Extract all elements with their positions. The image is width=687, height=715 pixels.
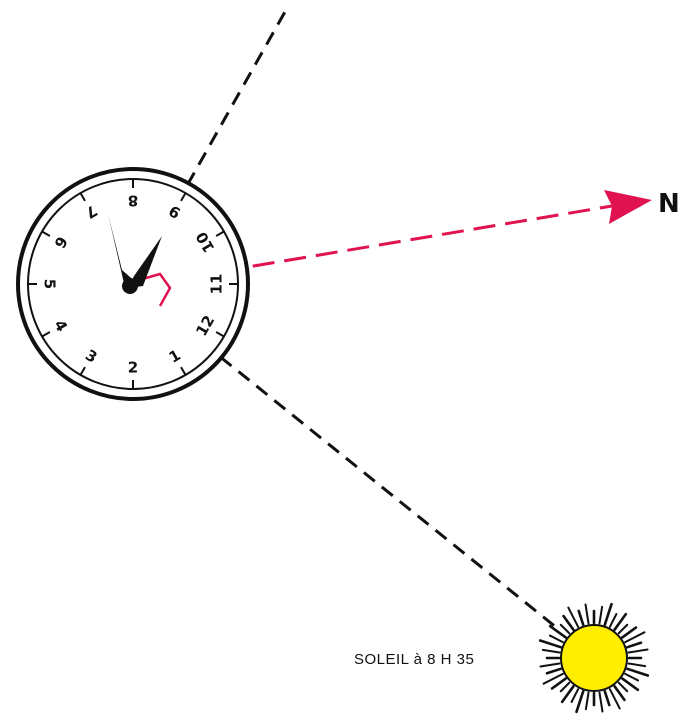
sun-ray bbox=[629, 650, 648, 653]
sun-ray bbox=[619, 683, 627, 691]
sun-ray bbox=[561, 625, 569, 633]
sun-ray bbox=[605, 691, 609, 705]
sun-ray bbox=[619, 625, 627, 633]
sun-ray bbox=[586, 604, 589, 623]
sun-ray bbox=[579, 611, 583, 625]
hour-number-11: 11 bbox=[208, 274, 226, 295]
sun-ray bbox=[577, 691, 584, 712]
sun-icon bbox=[540, 604, 648, 712]
hour-number-2: 2 bbox=[128, 359, 138, 377]
sun-ray bbox=[610, 614, 617, 627]
watch-center-pin bbox=[122, 278, 138, 294]
sun-ray bbox=[599, 607, 602, 624]
sun-ray bbox=[572, 689, 579, 702]
sun-ray bbox=[550, 636, 563, 643]
sun-ray bbox=[586, 693, 589, 710]
north-label: N bbox=[658, 189, 680, 219]
sun-ray bbox=[543, 650, 560, 653]
sun-ray bbox=[627, 669, 648, 676]
hour-number-5: 5 bbox=[41, 279, 59, 289]
watch: 1 2 3 4 5 6 7 8 9 10 11 12 bbox=[18, 169, 248, 399]
hour-number-8: 8 bbox=[128, 192, 138, 210]
sun-ray bbox=[547, 669, 561, 673]
sun-ray bbox=[625, 674, 638, 681]
sun-disc bbox=[561, 625, 627, 691]
sun-ray bbox=[599, 693, 602, 712]
sun-label: SOLEIL à 8 H 35 bbox=[354, 651, 474, 668]
sun-ray bbox=[540, 641, 561, 648]
sun-ray bbox=[629, 663, 646, 666]
sun-ray bbox=[561, 683, 569, 691]
sun-ray bbox=[627, 643, 641, 647]
sun-ray bbox=[540, 663, 559, 666]
sun-ray bbox=[605, 604, 612, 625]
